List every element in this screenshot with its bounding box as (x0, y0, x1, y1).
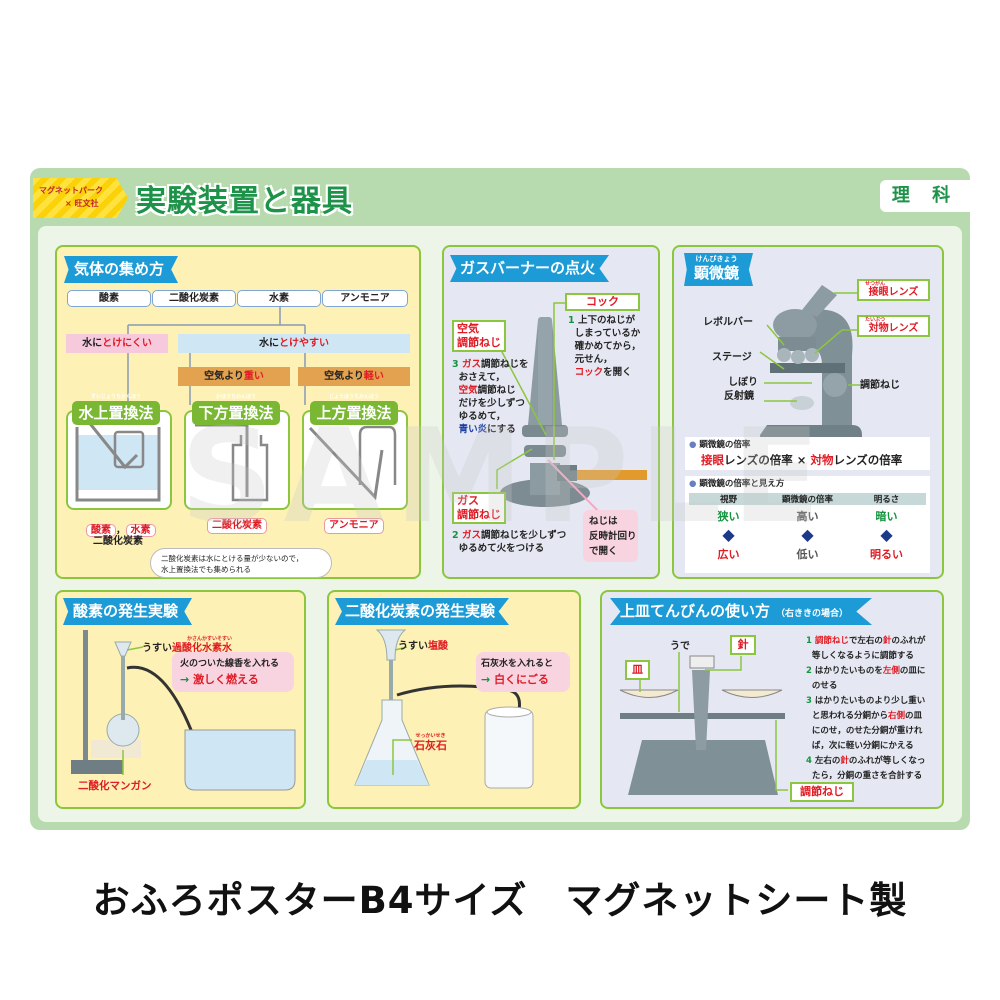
note-cloud: 二酸化炭素は水にとける量が少ないので， 水上置換法でも集められる (150, 548, 332, 578)
table-header-row: 視野 顕微鏡の倍率 明るさ (689, 493, 926, 505)
gas-collection-tree-lines (127, 307, 306, 405)
magnification-table: ● 顕微鏡の倍率と見え方 視野 顕微鏡の倍率 明るさ 狭い 高い 暗い ◆ ◆ ◆ 広い 低い… (685, 476, 930, 573)
separator: ， (116, 525, 126, 536)
table-row-high: 狭い 高い 暗い (689, 508, 926, 524)
gas-screw-label: ガス調節ねじ (452, 492, 506, 524)
magnification-heading: ● 顕微鏡の倍率 (689, 440, 751, 450)
balance-step-3: 3 はかりたいものより少し重い と思われる分銅から右側の皿 にのせ，のせた分銅が… (806, 696, 926, 751)
poster-title: 実験装置と器具 (136, 184, 353, 219)
balance-step-1: 1 調節ねじで左右の針のふれが 等しくなるように調節する (806, 636, 926, 661)
co2-result-bubble: 石灰水を入れると→ 白くにごる (476, 652, 570, 692)
part-adjust-screw: 調節ねじ (860, 380, 900, 391)
result-hydrogen: 水素 (125, 524, 156, 537)
manganese-dioxide-label: 二酸化マンガン (78, 780, 152, 792)
co2-title: 二酸化炭素の発生実験 (335, 598, 510, 625)
col-brightness: 明るさ (873, 495, 900, 505)
diamond-icon: ◆ (722, 525, 735, 544)
oxygen-title: 酸素の発生実験 (63, 598, 193, 625)
limestone-label: せっかいせき石灰石 (414, 733, 447, 752)
cell: 狭い (717, 510, 740, 523)
balance-step-2: 2 はかりたいものを左側の皿に のせる (806, 666, 926, 691)
gas-oxygen: 酸素 (67, 290, 151, 307)
oxygen-result-bubble: 火のついた線香を入れる→ 激しく燃える (172, 652, 294, 692)
diamond-icon: ◆ (801, 525, 814, 544)
cock-label: コック (565, 293, 640, 311)
gas-ammonia: アンモニア (322, 290, 408, 307)
microscope-illustration (759, 285, 862, 445)
diamond-row: ◆ ◆ ◆ (689, 526, 926, 544)
diamond-icon: ◆ (880, 525, 893, 544)
gas-apparatus-illustrations (73, 404, 397, 502)
balance-illustration (619, 652, 788, 795)
gas-burner-title: ガスバーナーの点火 (450, 255, 610, 282)
magnification-formula: 接眼レンズの倍率 × 対物レンズの倍率 (701, 453, 903, 467)
cell: 高い (796, 510, 819, 523)
subject-badge: 理 科 (880, 180, 970, 212)
microscope-title: けんびきょう顕微鏡 (684, 253, 754, 286)
part-stage: ステージ (712, 352, 752, 363)
method-upward-displacement: じょうほうちかんほう上方置換法 (310, 394, 398, 425)
water-displacement-gases: 酸素，水素 (86, 518, 156, 538)
objective-label: たいぶつ対物レンズ (857, 315, 930, 337)
balance-subtitle: （右ききの場合） (776, 609, 849, 619)
col-magnification: 顕微鏡の倍率 (781, 495, 833, 505)
part-diaphragm: しぼり (728, 377, 758, 388)
step1-text: 1 上下のねじが しまっているか 確かめてから， 元せん， コックを開く (568, 315, 641, 378)
hydrogen-peroxide-label: かさんかすいそすいうすい過酸化水素水 (142, 636, 232, 654)
method-downward-displacement: かほうちかんほう下方置換法 (192, 394, 280, 425)
air-screw-label: 空気調節ねじ (452, 320, 506, 352)
gas-collection-title: 気体の集め方 (64, 256, 179, 283)
product-caption: おふろポスターB4サイズ マグネットシート製 (92, 879, 908, 922)
step3-text: 3 ガス調節ねじを おさえて， 空気調節ねじ だけを少しずつ ゆるめて， 青い炎… (452, 359, 529, 435)
balance-step-4: 4 左右の針のふれが等しくなっ たら，分銅の重さを合計する (806, 756, 926, 781)
col-field: 視野 (719, 495, 737, 505)
table-heading: ● 顕微鏡の倍率と見え方 (689, 479, 785, 489)
note-line-2: 水上置換法でも集められる (161, 565, 251, 574)
arm-label: うで (670, 641, 690, 652)
cell: 広い (717, 548, 740, 561)
soluble-label: 水にとけやすい (178, 334, 410, 353)
eyepiece-label: せつがん接眼レンズ (857, 279, 930, 301)
heavier-than-air-label: 空気より重い (178, 367, 290, 386)
pan-label: 皿 (625, 660, 650, 680)
counterclockwise-note: ねじは反時計回りで開く (583, 510, 638, 562)
microscope-title-ruby: けんびきょう (695, 255, 738, 263)
adjust-screw-label: 調節ねじ (790, 782, 854, 802)
brand-tag: マグネットパーク × 旺文社 (33, 178, 128, 218)
balance-steps: 1 調節ねじで左右の針のふれが 等しくなるように調節する 2 はかりたいものを左… (806, 634, 925, 784)
insoluble-label: 水にとけにくい (66, 334, 168, 353)
balance-title: 上皿てんびんの使い方（右ききの場合） (610, 598, 873, 625)
microscope-title-text: 顕微鏡 (694, 264, 740, 282)
brand-line-1: マグネットパーク (39, 186, 103, 195)
note-line-1: 二酸化炭素は水にとける量が少ないので， (161, 554, 304, 563)
part-mirror: 反射鏡 (724, 391, 754, 402)
result-carbon-dioxide-water: 二酸化炭素 (93, 536, 143, 547)
result-carbon-dioxide-down: 二酸化炭素 (207, 518, 267, 534)
magnification-box: ● 顕微鏡の倍率 接眼レンズの倍率 × 対物レンズの倍率 (685, 437, 930, 470)
method-water-displacement: すいじょうちかんほう水上置換法 (72, 394, 160, 425)
oxygen-apparatus-illustration (71, 630, 296, 791)
cell: 低い (796, 548, 819, 561)
gas-burner-illustration (482, 302, 647, 516)
needle-label: 針 (730, 635, 756, 655)
gas-hydrogen: 水素 (237, 290, 321, 307)
result-oxygen: 酸素 (86, 524, 116, 537)
result-ammonia: アンモニア (324, 518, 384, 534)
cell: 明るい (870, 548, 903, 561)
table-row-low: 広い 低い 明るい (689, 546, 926, 562)
lighter-than-air-label: 空気より軽い (298, 367, 410, 386)
hydrochloric-acid-label: うすい塩酸 (398, 641, 448, 652)
step2-text: 2 ガス調節ねじを少しずつ ゆるめて火をつける (452, 530, 567, 554)
cell: 暗い (875, 510, 898, 523)
co2-apparatus-illustration (354, 629, 534, 789)
gas-carbon-dioxide: 二酸化炭素 (152, 290, 236, 307)
downward-displacement-diagram (184, 410, 290, 510)
part-revolver: レボルバー (703, 317, 753, 328)
brand-line-2: × 旺文社 (65, 199, 99, 208)
